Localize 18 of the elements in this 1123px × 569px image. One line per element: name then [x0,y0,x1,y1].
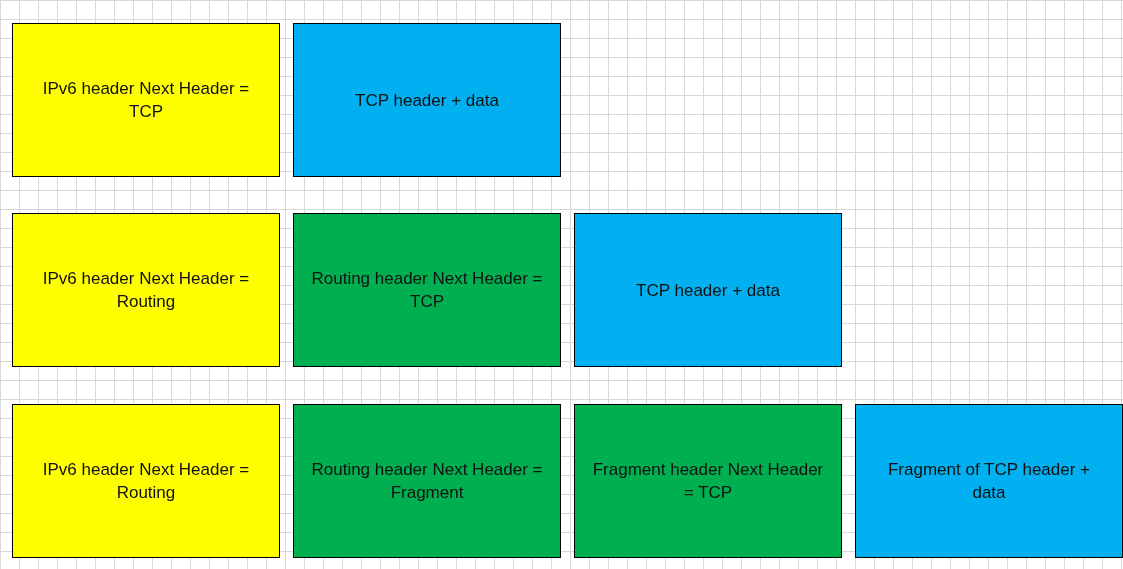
box-label: TCP header + data [354,89,500,112]
header-box [293,404,561,558]
box-label: Fragment header Next Header = TCP [591,459,825,504]
box-label: TCP header + data [635,279,781,302]
box-label: IPv6 header Next Header = Routing [41,268,251,313]
box-label: Routing header Next Header = TCP [310,268,544,313]
header-box [12,23,280,177]
header-box [574,213,842,367]
header-box [293,23,561,177]
box-label: Routing header Next Header = Fragment [310,459,544,504]
box-label: IPv6 header Next Header = TCP [41,78,251,123]
header-box [855,404,1123,558]
header-box [293,213,561,367]
header-box [12,213,280,367]
header-box [12,404,280,558]
header-box [574,404,842,558]
box-label: IPv6 header Next Header = Routing [41,459,251,504]
box-label: Fragment of TCP header + data [886,459,1092,504]
